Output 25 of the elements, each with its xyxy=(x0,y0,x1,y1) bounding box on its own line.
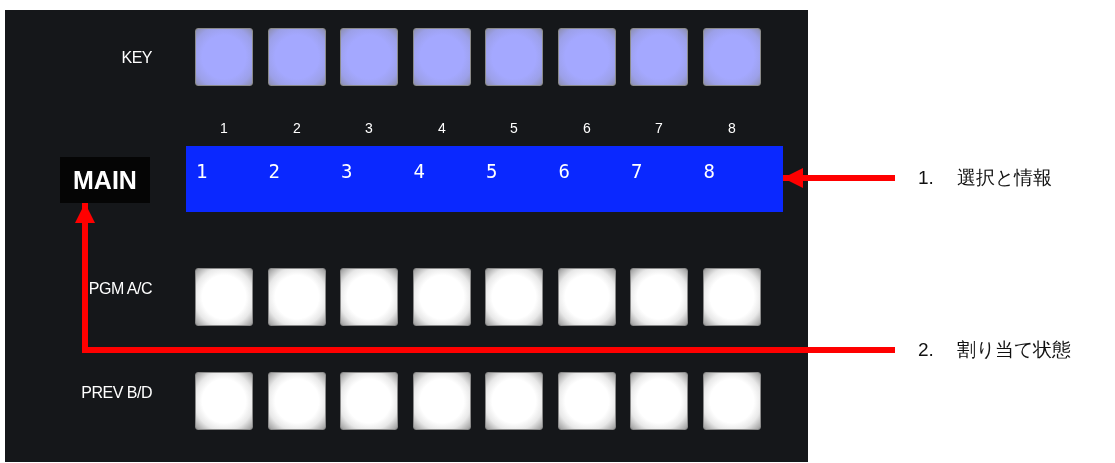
column-number: 1 xyxy=(219,120,229,136)
display-digit: 4 xyxy=(413,160,425,182)
column-number: 6 xyxy=(582,120,592,136)
row-label: PGM A/C xyxy=(87,279,152,299)
column-number: 4 xyxy=(437,120,447,136)
callout-text: 2. 割り当て状態 xyxy=(895,337,1115,363)
display-digit: 6 xyxy=(558,160,570,182)
display-digit: 2 xyxy=(268,160,280,182)
display-digit: 3 xyxy=(341,160,353,182)
column-number: 5 xyxy=(509,120,519,136)
row-label: PREV B/D xyxy=(80,383,152,403)
display-digit: 7 xyxy=(631,160,643,182)
arrow xyxy=(74,203,895,353)
lcd-display xyxy=(186,146,783,212)
callout-text: 1. 選択と情報 xyxy=(895,165,1115,191)
display-digit: 5 xyxy=(486,160,498,182)
mode-label: MAIN xyxy=(60,157,150,203)
column-number: 7 xyxy=(654,120,664,136)
display-digit: 8 xyxy=(703,160,715,182)
display-digit: 1 xyxy=(196,160,208,182)
row-label: KEY xyxy=(120,48,152,68)
column-number: 8 xyxy=(727,120,737,136)
column-number: 2 xyxy=(292,120,302,136)
arrow xyxy=(783,167,895,189)
column-number: 3 xyxy=(364,120,374,136)
